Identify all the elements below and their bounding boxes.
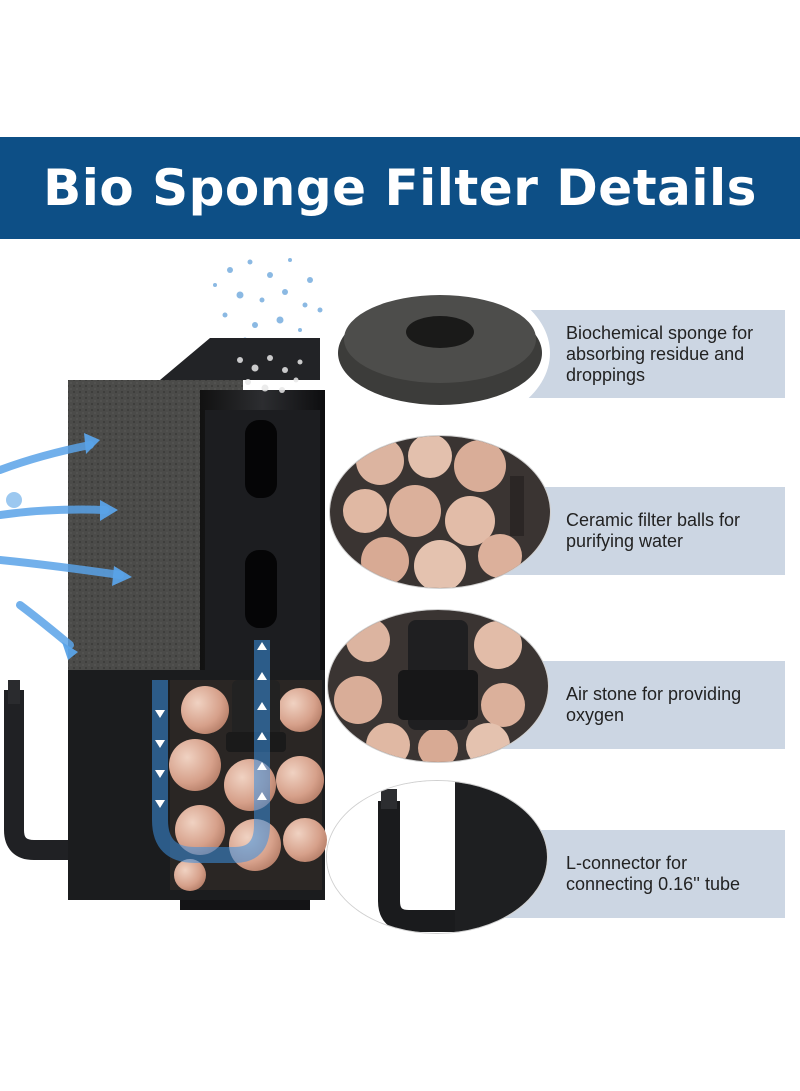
- l-connector-icon: [327, 781, 547, 933]
- title-banner: Bio Sponge Filter Details: [0, 137, 800, 239]
- page-title: Bio Sponge Filter Details: [43, 159, 757, 217]
- callout-l-connector-text: L-connector for connecting 0.16'' tube: [566, 853, 741, 894]
- l-connector: [4, 690, 68, 860]
- sponge-ring-icon: [330, 277, 550, 429]
- flow-path: [152, 640, 270, 863]
- air-stone-icon: [328, 610, 548, 762]
- inflow-arrows: [0, 441, 124, 649]
- ceramic-balls-icon: [330, 436, 550, 588]
- ceramic-balls-cutaway: [169, 686, 327, 891]
- callout-air-stone-text: Air stone for providing oxygen: [566, 684, 742, 725]
- filter-illustration: [0, 240, 800, 960]
- callout-sponge-text: Biochemical sponge for absorbing residue…: [566, 322, 754, 385]
- callout-ceramic-text: Ceramic filter balls for purifying water: [566, 510, 741, 551]
